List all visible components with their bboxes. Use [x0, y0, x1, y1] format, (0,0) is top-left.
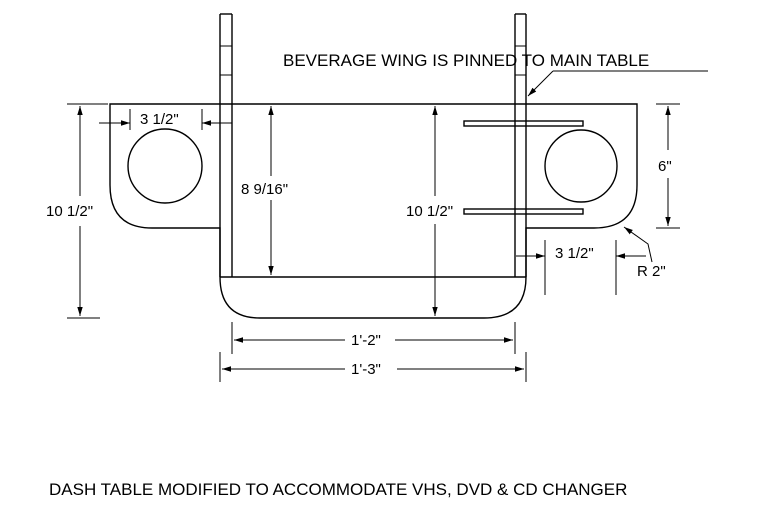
dim-label-left-hole-width: 3 1/2": [140, 111, 179, 128]
dim-outer-width: 1'-3": [219, 352, 527, 382]
left-post: [219, 13, 233, 277]
upper-slot: [463, 120, 584, 127]
dim-left-hole-width: 3 1/2": [99, 109, 232, 130]
dim-right-offset: 3 1/2": [516, 240, 646, 295]
dim-right-hole-height: 6": [656, 103, 680, 229]
callout-text: BEVERAGE WING IS PINNED TO MAIN TABLE: [283, 51, 649, 70]
dim-inner-height: 8 9/16": [241, 103, 288, 275]
callout-note: BEVERAGE WING IS PINNED TO MAIN TABLE: [283, 51, 708, 97]
right-cup-hole: [544, 129, 618, 203]
dim-label-right-hole-height: 6": [658, 158, 672, 175]
dim-left-height: 10 1/2": [46, 103, 108, 319]
right-post: [514, 13, 527, 277]
dim-corner-radius: R 2": [623, 226, 666, 280]
dim-label-corner-radius: R 2": [637, 263, 666, 280]
dim-label-inner-width: 1'-2": [351, 332, 381, 349]
dim-label-outer-width: 1'-3": [351, 361, 381, 378]
left-cup-hole: [127, 128, 203, 204]
drawing-title: DASH TABLE MODIFIED TO ACCOMMODATE VHS, …: [49, 480, 627, 499]
dim-label-left-height: 10 1/2": [46, 203, 93, 220]
lower-slot: [463, 208, 584, 215]
dim-label-center-height: 10 1/2": [406, 203, 453, 220]
dim-center-height: 10 1/2": [406, 106, 453, 316]
dim-label-inner-height: 8 9/16": [241, 181, 288, 198]
main-table-outline: [109, 103, 638, 319]
dim-inner-width: 1'-2": [231, 322, 516, 354]
dim-label-right-offset: 3 1/2": [555, 245, 594, 262]
